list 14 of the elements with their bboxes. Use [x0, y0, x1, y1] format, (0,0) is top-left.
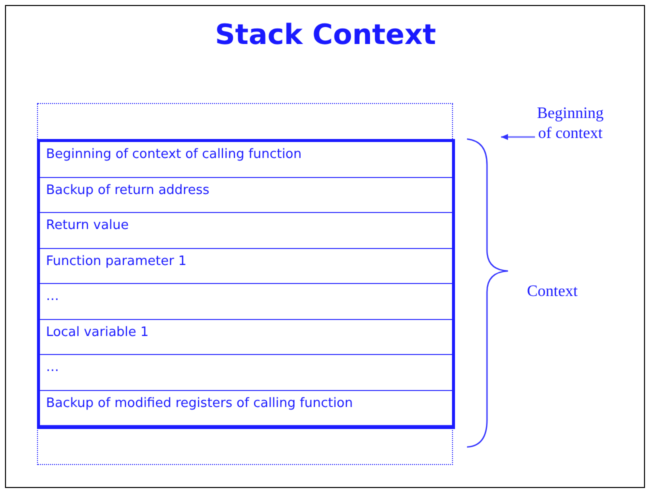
- arrow: [501, 134, 535, 140]
- slot-label: Return value: [46, 218, 129, 233]
- slot-label: Backup of modified registers of calling function: [46, 396, 353, 410]
- slot-label: Beginning of context of calling function: [46, 147, 302, 162]
- slot-label: Function parameter 1: [46, 254, 186, 268]
- slot-label: Local variable 1: [46, 324, 149, 340]
- brace-label: Context: [527, 283, 578, 301]
- memory-region: [37, 103, 453, 465]
- slot-label: Backup of return address: [46, 182, 210, 198]
- slot-label: …: [46, 360, 59, 375]
- slide-title: Stack Context: [214, 18, 437, 51]
- annotation-text: Beginning of context: [537, 104, 604, 144]
- stack-frame: [37, 139, 455, 429]
- slot-label: …: [46, 289, 59, 304]
